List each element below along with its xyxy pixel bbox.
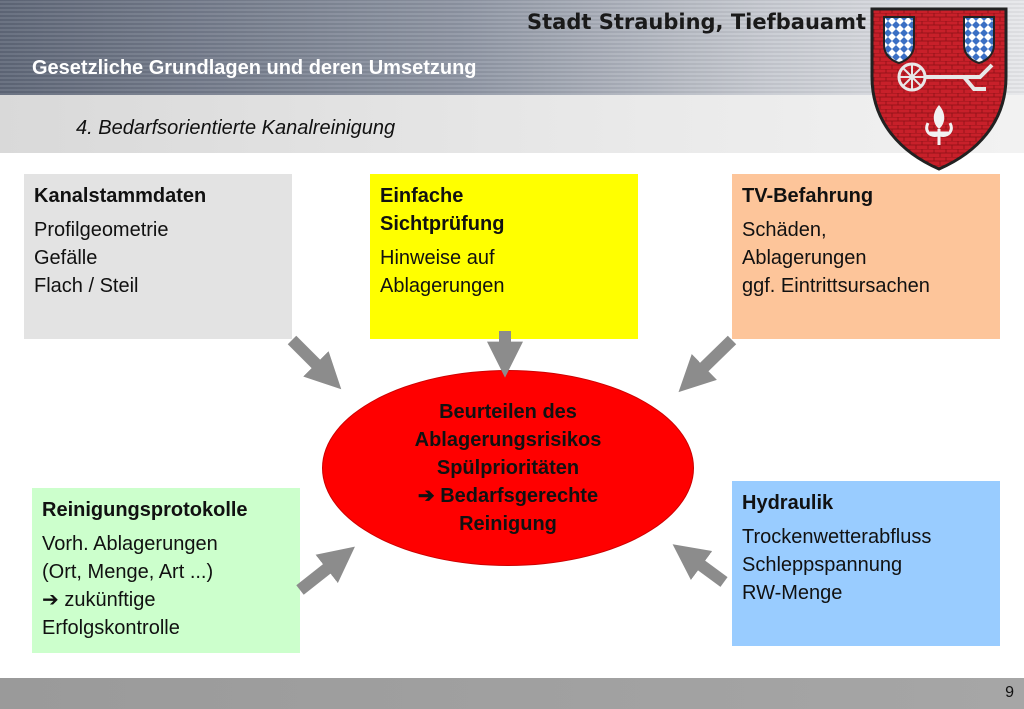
hydraulik-line-3: RW-Menge <box>742 582 843 604</box>
hydraulik-line-2: Schleppspannung <box>742 554 903 576</box>
tv-befahrung-line-2: Ablagerungen <box>742 247 867 269</box>
kanalstammdaten-line-1: Profilgeometrie <box>34 219 169 241</box>
slide-subtitle: Gesetzliche Grundlagen und deren Umsetzu… <box>32 57 477 79</box>
reinigungsprotokolle-line-4: Erfolgskontrolle <box>42 617 180 639</box>
header-band <box>0 0 1024 95</box>
center-line-4-row: ➔ Bedarfsgerechte <box>418 482 598 510</box>
sichtpruefung-line-2: Ablagerungen <box>380 275 505 297</box>
arrow-from-hydraulik <box>672 544 728 587</box>
tv-befahrung-box: TV-Befahrung Schäden, Ablagerungen ggf. … <box>732 174 1000 339</box>
center-line-1: Beurteilen des <box>439 401 577 423</box>
arrow-right-icon: ➔ <box>42 589 59 611</box>
footer-band <box>0 678 1024 709</box>
reinigungsprotokolle-heading: Reinigungsprotokolle <box>42 499 248 521</box>
center-line-5: Reinigung <box>459 513 557 535</box>
section-band <box>0 95 1024 153</box>
sichtpruefung-box: Einfache Sichtprüfung Hinweise auf Ablag… <box>370 174 638 339</box>
hydraulik-heading: Hydraulik <box>742 492 834 514</box>
reinigungsprotokolle-line-1: Vorh. Ablagerungen <box>42 533 218 555</box>
page-number: 9 <box>1005 684 1014 701</box>
arrow-from-kanalstammdaten <box>287 335 342 390</box>
kanalstammdaten-line-3: Flach / Steil <box>34 275 139 297</box>
reinigungsprotokolle-line-3-row: ➔ zukünftige <box>42 586 290 614</box>
coat-of-arms-icon <box>870 7 1008 171</box>
sichtpruefung-heading-2: Sichtprüfung <box>380 213 505 235</box>
organization-title: Stadt Straubing, Tiefbauamt <box>526 10 866 34</box>
center-line-2: Ablagerungsrisikos <box>414 429 602 451</box>
kanalstammdaten-line-2: Gefälle <box>34 247 98 269</box>
tv-befahrung-line-3: ggf. Eintrittsursachen <box>742 275 930 297</box>
reinigungsprotokolle-line-2: (Ort, Menge, Art ...) <box>42 561 214 583</box>
tv-befahrung-line-1: Schäden, <box>742 219 827 241</box>
reinigungsprotokolle-line-3: zukünftige <box>58 589 156 611</box>
tv-befahrung-heading: TV-Befahrung <box>742 185 874 207</box>
reinigungsprotokolle-box: Reinigungsprotokolle Vorh. Ablagerungen … <box>32 488 300 653</box>
arrow-from-tv-befahrung <box>678 335 737 393</box>
hydraulik-box: Hydraulik Trockenwetterabfluss Schleppsp… <box>732 481 1000 646</box>
kanalstammdaten-box: Kanalstammdaten Profilgeometrie Gefälle … <box>24 174 292 339</box>
arrow-right-icon: ➔ <box>417 485 435 507</box>
center-line-3: Spülprioritäten <box>436 457 580 479</box>
section-title: 4. Bedarfsorientierte Kanalreinigung <box>76 117 396 139</box>
center-assessment-ellipse: Beurteilen des Ablagerungsrisikos Spülpr… <box>322 370 694 566</box>
kanalstammdaten-heading: Kanalstammdaten <box>34 185 207 207</box>
center-line-4: Bedarfsgerechte <box>434 485 599 507</box>
sichtpruefung-heading-1: Einfache <box>380 185 464 207</box>
hydraulik-line-1: Trockenwetterabfluss <box>742 526 932 548</box>
sichtpruefung-line-1: Hinweise auf <box>380 247 495 269</box>
arrow-from-reinigungsprotokolle <box>296 546 355 595</box>
